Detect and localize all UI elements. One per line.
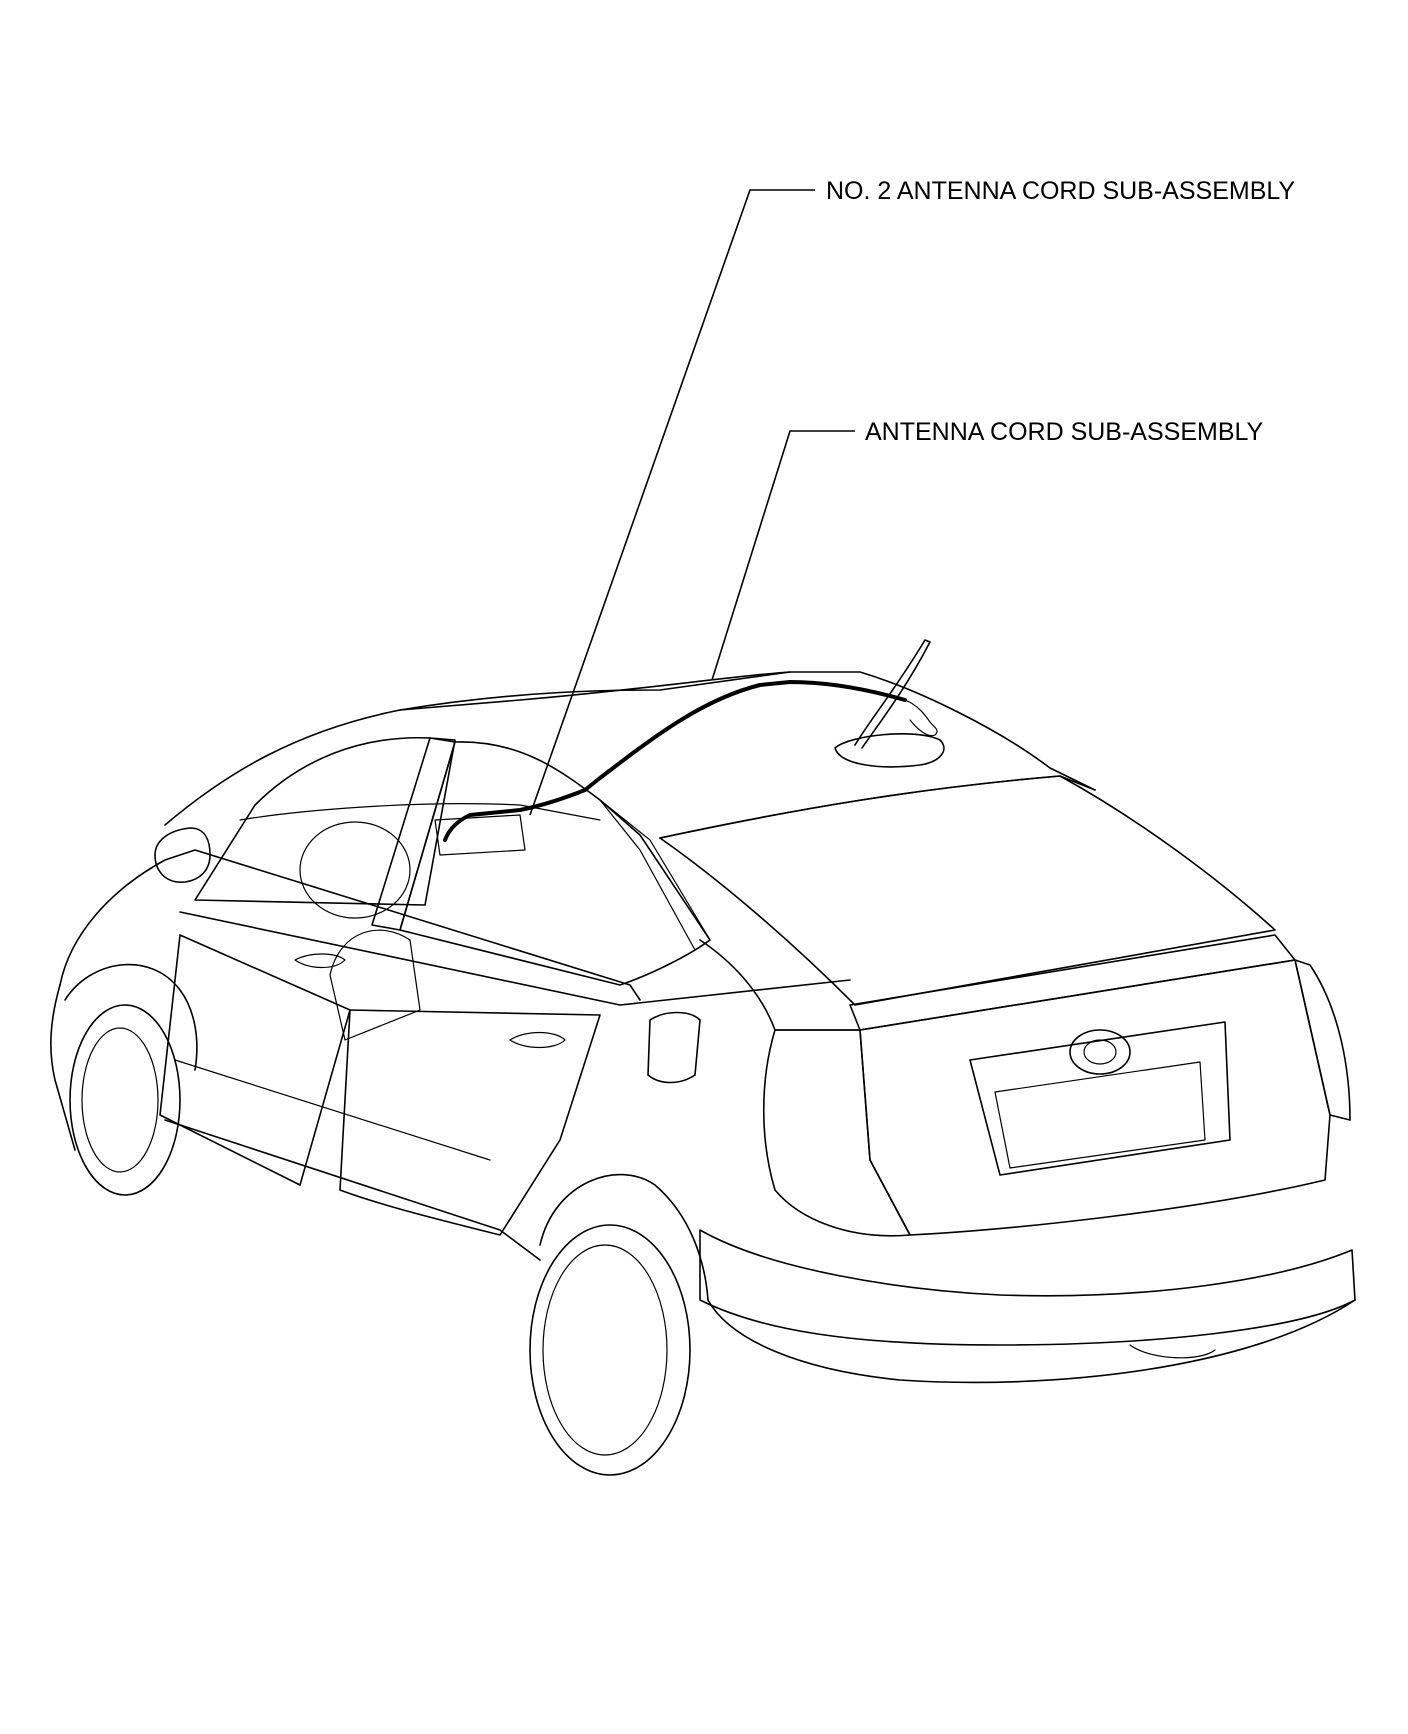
no2-antenna-cord-sub-assembly <box>443 788 587 842</box>
b-pillar <box>371 737 456 931</box>
rear-window <box>659 775 1276 1006</box>
hatch-panel <box>859 959 1331 1236</box>
antenna-cord-sub-assembly <box>583 680 907 792</box>
door-handle-rear <box>509 1031 566 1049</box>
callout-leaders <box>529 189 855 816</box>
roof-outline <box>164 671 1096 826</box>
brand-emblem <box>1069 1029 1131 1075</box>
rear-door <box>339 1009 601 1236</box>
body-beltline <box>179 911 851 1006</box>
brand-emblem-inner <box>1083 1039 1117 1065</box>
rear-bumper-lower <box>707 1299 1356 1384</box>
leader-no2-antenna-cord <box>529 189 815 816</box>
front-rim <box>81 1027 159 1173</box>
quarter-glass <box>599 799 711 951</box>
door-handle-front <box>294 953 346 969</box>
leader-antenna-cord <box>711 430 855 681</box>
license-plate-recess <box>969 1021 1231 1176</box>
rear-quarter <box>699 939 861 1031</box>
roof-antenna <box>834 639 945 768</box>
front-tire <box>69 1004 181 1196</box>
rear-wheel-arch <box>539 1173 709 1301</box>
body-side-upper <box>59 849 641 1001</box>
roof-edge <box>399 671 791 711</box>
rear-side-window <box>399 741 711 986</box>
hatch-spoiler <box>849 934 1296 1031</box>
car-illustration <box>50 671 1356 1476</box>
rear-rim <box>542 1244 668 1456</box>
steering-wheel <box>299 821 411 919</box>
side-molding <box>174 1059 491 1161</box>
front-seat <box>329 929 421 1041</box>
label-no2-antenna-cord-sub-assembly: NO. 2 ANTENNA CORD SUB-ASSEMBLY <box>826 177 1295 205</box>
tail-lamp-right <box>1294 959 1351 1121</box>
side-mirror <box>154 827 211 883</box>
fuel-door <box>647 1011 701 1084</box>
label-antenna-cord-sub-assembly: ANTENNA CORD SUB-ASSEMBLY <box>865 418 1264 446</box>
antenna-base <box>834 733 945 768</box>
rear-bumper <box>699 1229 1356 1346</box>
antenna-connector <box>904 699 938 737</box>
exhaust <box>1129 1344 1216 1359</box>
roof-rear-edge <box>659 775 1096 839</box>
rocker-panel <box>164 1119 541 1261</box>
dashboard <box>239 803 601 821</box>
center-console <box>434 814 526 856</box>
side-window-frame <box>194 736 456 906</box>
tail-lamp-left <box>763 1029 911 1237</box>
license-plate <box>994 1061 1206 1169</box>
front-fender <box>50 984 76 1151</box>
front-door <box>159 934 351 1186</box>
rear-tire <box>529 1224 691 1476</box>
antenna-mast <box>854 639 931 749</box>
front-wheel-arch <box>64 963 198 1071</box>
